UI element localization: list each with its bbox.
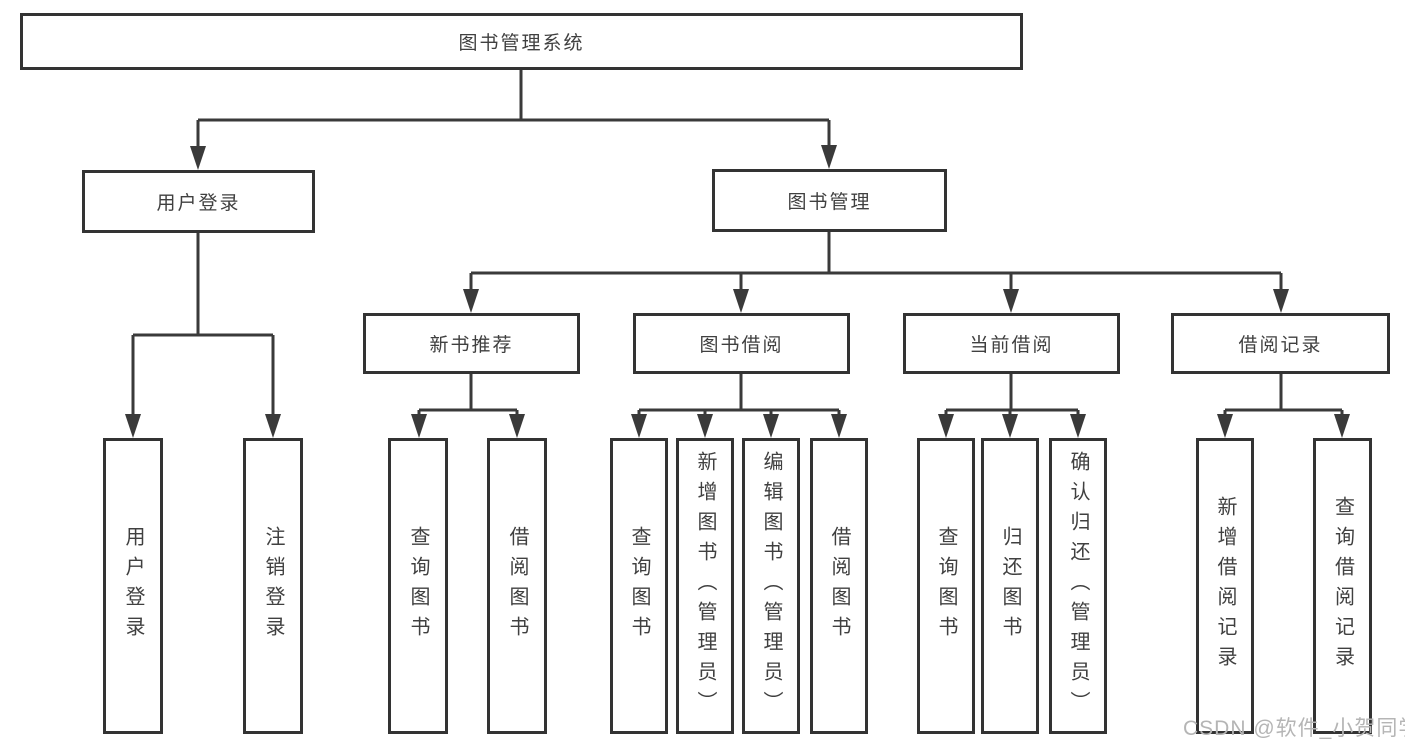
leaf-borrow-books-recommend-label: 借阅图书 xyxy=(506,526,528,646)
leaf-add-borrow-record: 新增借阅记录 xyxy=(1196,438,1254,734)
leaf-return-books: 归还图书 xyxy=(981,438,1039,734)
leaf-return-books-label: 归还图书 xyxy=(999,526,1021,646)
arrowheads xyxy=(125,145,1350,438)
node-borrow-records: 借阅记录 xyxy=(1171,313,1390,374)
leaf-query-books-current-label: 查询图书 xyxy=(935,526,957,646)
leaf-borrow-books-recommend: 借阅图书 xyxy=(487,438,547,734)
leaf-query-books-recommend: 查询图书 xyxy=(388,438,448,734)
node-book-management: 图书管理 xyxy=(712,169,947,232)
node-book-management-label: 图书管理 xyxy=(787,192,872,213)
leaf-edit-book-admin-label: 编辑图书（管理员） xyxy=(760,451,782,721)
tree-edges xyxy=(131,69,1344,418)
leaf-query-books-borrow-label: 查询图书 xyxy=(628,526,650,646)
leaf-logout-label: 注销登录 xyxy=(262,526,284,646)
node-book-borrow-label: 图书借阅 xyxy=(699,335,784,356)
leaf-confirm-return-admin-label: 确认归还（管理员） xyxy=(1067,451,1089,721)
leaf-user-login-label: 用户登录 xyxy=(122,526,144,646)
node-library-system-label: 图书管理系统 xyxy=(458,33,585,54)
leaf-edit-book-admin: 编辑图书（管理员） xyxy=(742,438,800,734)
leaf-query-books-recommend-label: 查询图书 xyxy=(407,526,429,646)
csdn-watermark: CSDN @软件_小贺同学 xyxy=(1183,717,1405,740)
leaf-logout: 注销登录 xyxy=(243,438,303,734)
node-borrow-records-label: 借阅记录 xyxy=(1238,335,1323,356)
leaf-add-borrow-record-label: 新增借阅记录 xyxy=(1214,496,1236,676)
leaf-add-book-admin-label: 新增图书（管理员） xyxy=(694,451,716,721)
node-current-borrow: 当前借阅 xyxy=(903,313,1120,374)
leaf-query-borrow-record: 查询借阅记录 xyxy=(1313,438,1372,734)
node-current-borrow-label: 当前借阅 xyxy=(969,335,1054,356)
leaf-confirm-return-admin: 确认归还（管理员） xyxy=(1049,438,1107,734)
leaf-borrow-books-borrow: 借阅图书 xyxy=(810,438,868,734)
node-user-login-label: 用户登录 xyxy=(156,193,241,214)
leaf-add-book-admin: 新增图书（管理员） xyxy=(676,438,734,734)
node-user-login: 用户登录 xyxy=(82,170,315,233)
leaf-user-login: 用户登录 xyxy=(103,438,163,734)
leaf-borrow-books-borrow-label: 借阅图书 xyxy=(828,526,850,646)
node-library-system: 图书管理系统 xyxy=(20,13,1023,70)
leaf-query-borrow-record-label: 查询借阅记录 xyxy=(1331,496,1354,676)
leaf-query-books-borrow: 查询图书 xyxy=(610,438,668,734)
node-book-borrow: 图书借阅 xyxy=(633,313,850,374)
node-new-book-recommend: 新书推荐 xyxy=(363,313,580,374)
leaf-query-books-current: 查询图书 xyxy=(917,438,975,734)
node-new-book-recommend-label: 新书推荐 xyxy=(429,335,514,356)
